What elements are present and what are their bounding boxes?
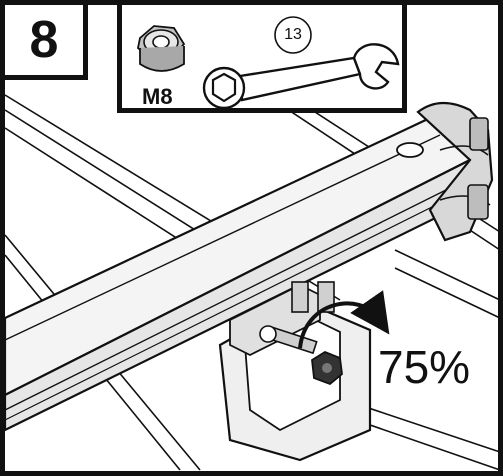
nut-size-label: M8 [142,84,173,109]
clockwise-rotation-arrow-icon [298,290,390,349]
torque-label: 75% [378,341,471,393]
nut [311,350,343,386]
crossbar-end-cap [416,101,494,242]
step-number: 8 [5,5,88,80]
rail-foot-clamp [218,281,372,462]
wrench-size-label: 13 [284,26,302,43]
bolt [259,325,318,355]
